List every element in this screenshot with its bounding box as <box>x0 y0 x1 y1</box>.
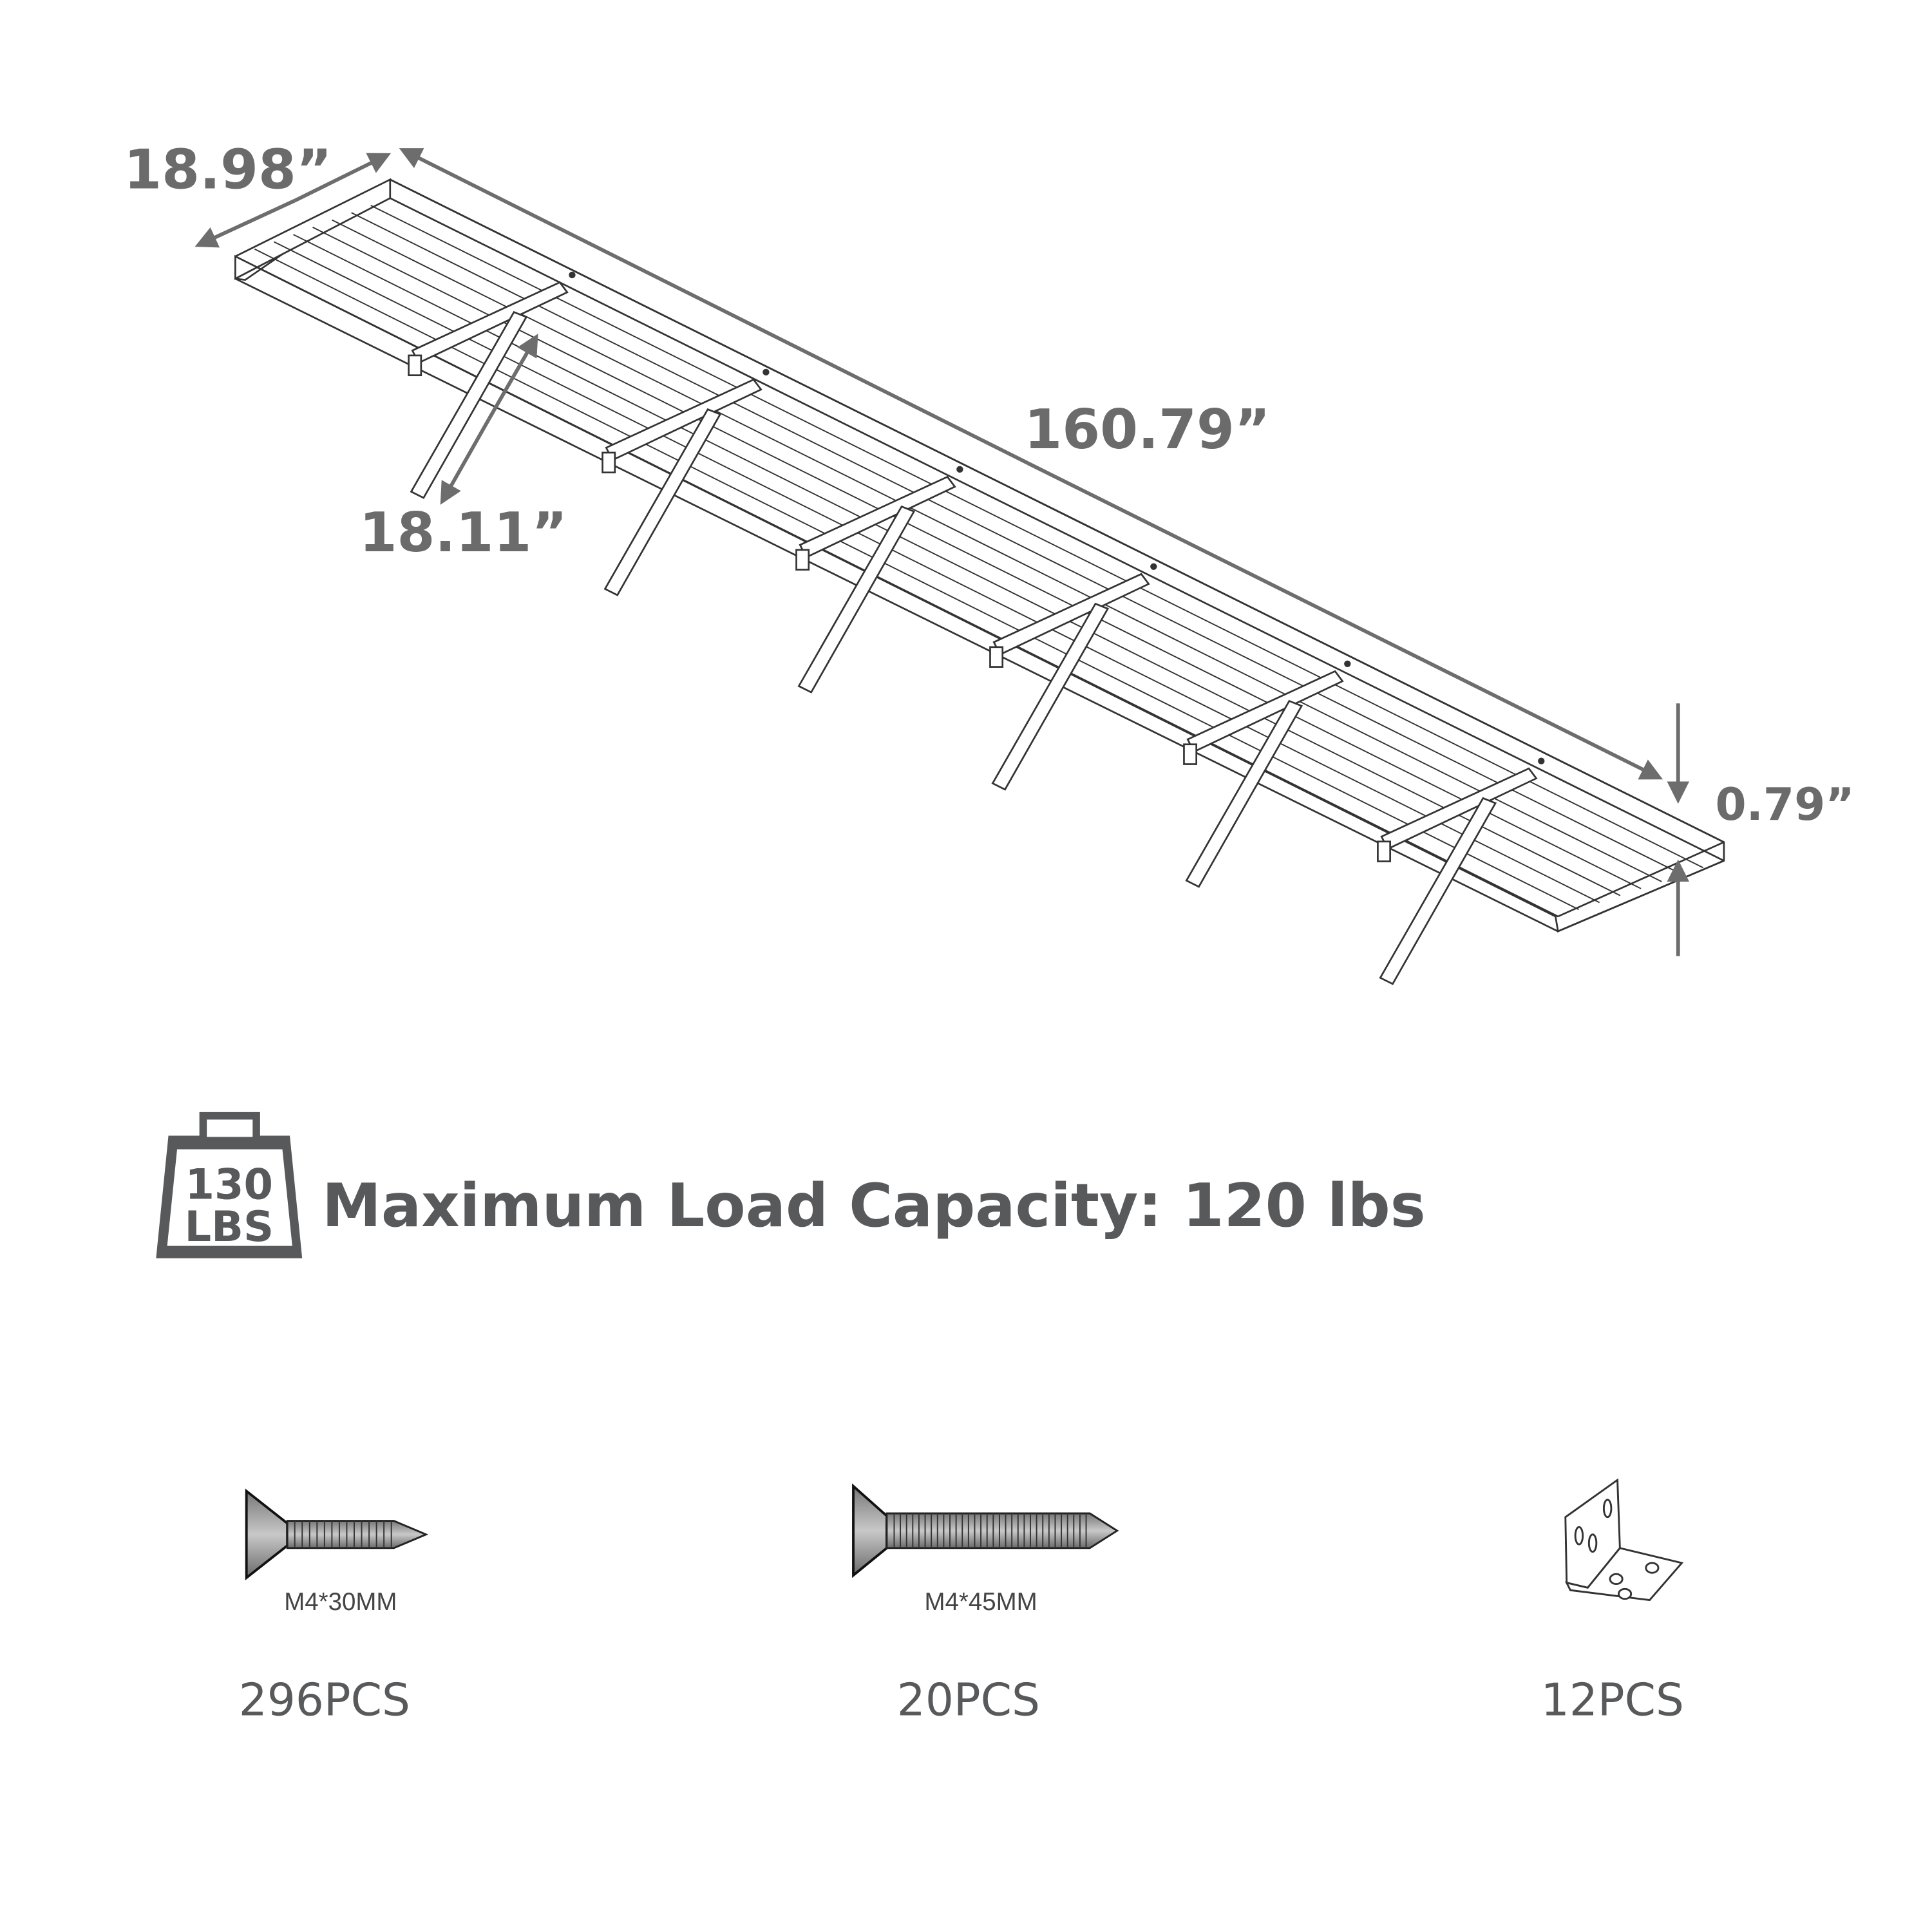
bracket-arrow <box>488 334 538 420</box>
length-arrow <box>399 148 1029 465</box>
shelf-slat <box>293 234 1621 896</box>
support-bracket <box>1183 660 1351 888</box>
shelf-slat <box>370 205 1704 869</box>
support-bracket <box>795 466 963 694</box>
screw-long-icon <box>852 1483 1119 1578</box>
load-capacity-text: Maximum Load Capacity: 120 lbs <box>322 1171 1426 1240</box>
shelf-slat <box>351 212 1683 876</box>
shelf-slat <box>254 248 1579 911</box>
shelf-slat <box>274 241 1600 904</box>
support-bracket <box>408 271 576 499</box>
support-bracket <box>1377 757 1545 985</box>
svg-text:LBS: LBS <box>184 1202 274 1251</box>
support-bracket <box>989 563 1157 791</box>
screw-short-icon <box>245 1488 429 1580</box>
weight-icon: 130 LBS <box>156 1112 303 1258</box>
shelf-slat <box>332 219 1662 882</box>
shelf-drawing <box>234 178 1725 985</box>
angle-bracket-count: 12PCS <box>1541 1674 1684 1726</box>
angle-bracket-icon <box>1564 1478 1684 1602</box>
support-bracket <box>601 368 770 596</box>
depth-arrow <box>194 198 296 248</box>
long-screw-spec: M4*45MM <box>924 1588 1037 1616</box>
dimension-arrows <box>194 148 1690 956</box>
depth-label: 18.98” <box>124 137 332 201</box>
svg-text:130: 130 <box>185 1160 273 1209</box>
short-screw-spec: M4*30MM <box>284 1588 397 1616</box>
thickness-label: 0.79” <box>1715 779 1854 831</box>
bracket-length-label: 18.11” <box>359 500 567 564</box>
length-label: 160.79” <box>1024 397 1270 461</box>
long-screw-count: 20PCS <box>897 1674 1040 1726</box>
short-screw-count: 296PCS <box>239 1674 410 1726</box>
